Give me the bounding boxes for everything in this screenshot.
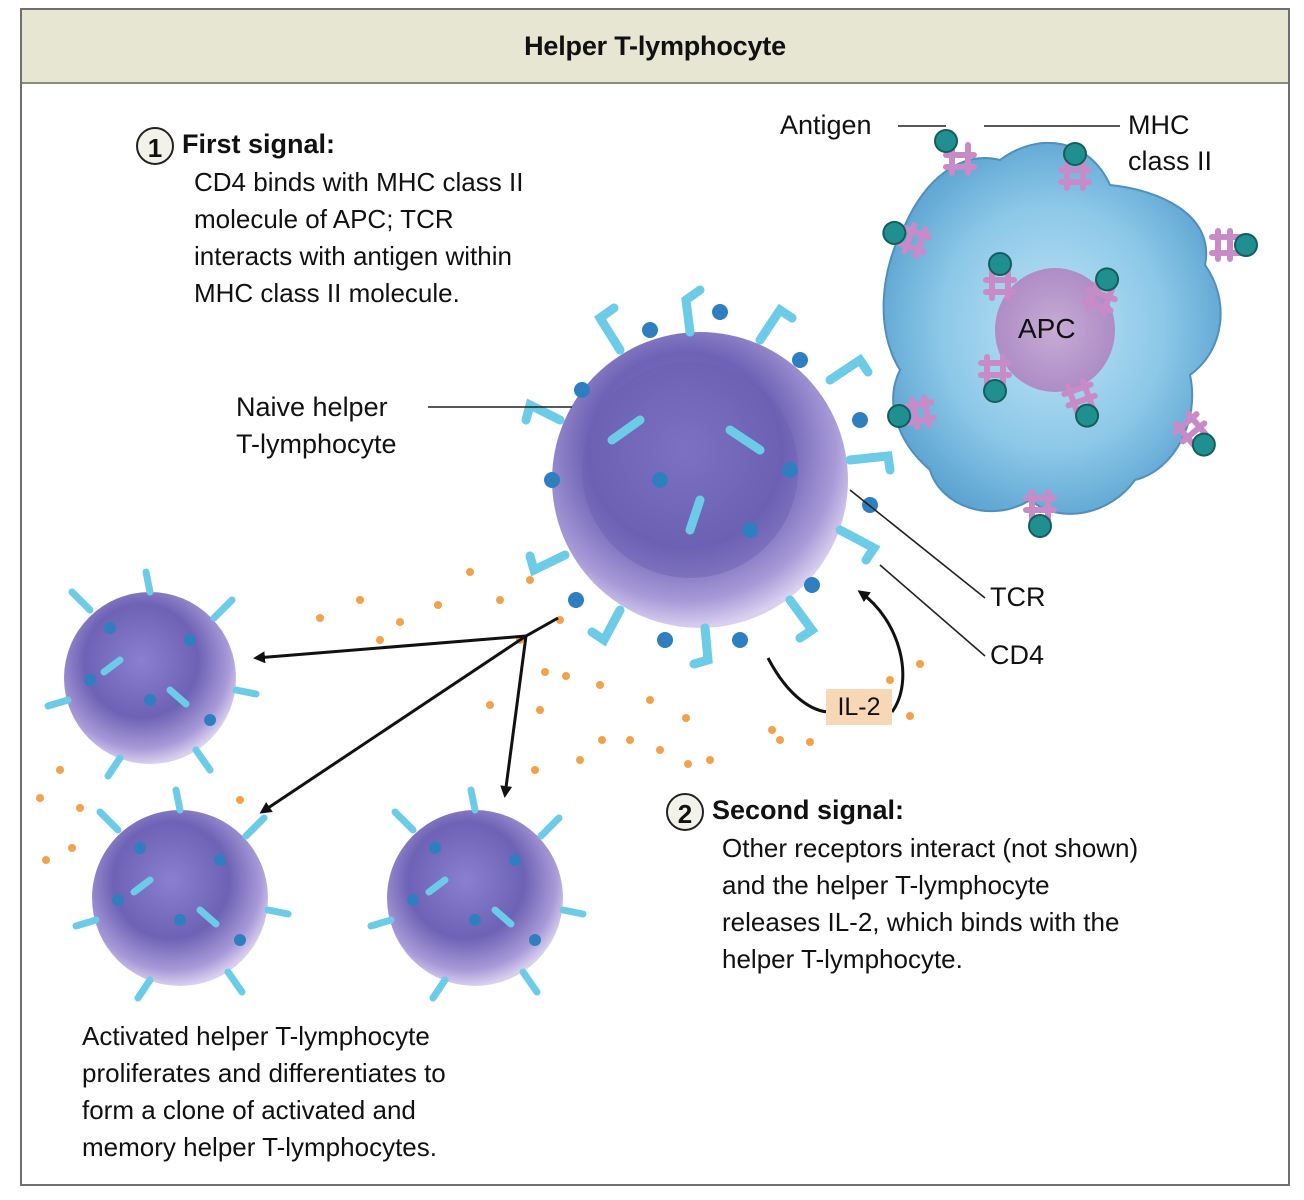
activated-t-lymphocyte-2 bbox=[72, 786, 292, 1002]
antigen-particle bbox=[887, 404, 912, 429]
apc-label: APC bbox=[1018, 313, 1076, 344]
tcr-label: TCR bbox=[990, 582, 1046, 612]
step1-text-line: CD4 binds with MHC class II bbox=[194, 167, 524, 197]
step2-text-line: releases IL-2, which binds with the bbox=[722, 907, 1120, 937]
il2-dots bbox=[36, 568, 924, 864]
step2-heading-text: Second signal: bbox=[712, 795, 905, 825]
antigen-particle bbox=[1028, 514, 1052, 538]
mhc-molecule bbox=[1061, 377, 1100, 428]
antigen-label: Antigen bbox=[780, 110, 872, 140]
apc-cell bbox=[882, 141, 1222, 515]
activated-t-lymphocyte-1 bbox=[44, 568, 260, 780]
mhc-label-line2: class II bbox=[1128, 146, 1213, 176]
naive-label-line1: Naive helper bbox=[236, 392, 388, 422]
step1-text-line: molecule of APC; TCR bbox=[194, 204, 454, 234]
mhc-molecule bbox=[1081, 267, 1120, 318]
mhc-molecule bbox=[887, 394, 937, 431]
step1-number-badge: 1 bbox=[136, 127, 174, 166]
leader-lines bbox=[428, 125, 1120, 657]
antigen-particle bbox=[1095, 267, 1120, 292]
step2-heading: 2 Second signal: bbox=[666, 792, 905, 832]
il2-loop-arrow bbox=[766, 590, 905, 714]
antigen-particle bbox=[988, 252, 1012, 276]
naive-label-line2: T-lymphocyte bbox=[236, 429, 397, 459]
mhc-molecule bbox=[983, 252, 1017, 301]
step2-text-line: helper T-lymphocyte. bbox=[722, 944, 963, 974]
caption-line: proliferates and differentiates to bbox=[82, 1058, 446, 1088]
mhc-label-line1: MHC bbox=[1128, 110, 1190, 140]
antigen-particle bbox=[1075, 403, 1100, 428]
mhc-molecule bbox=[1058, 142, 1092, 191]
antigen-particle bbox=[882, 220, 907, 245]
title-bar: Helper T-lymphocyte bbox=[22, 10, 1288, 84]
mhc-molecule bbox=[1172, 410, 1216, 457]
antigen-particle bbox=[1191, 432, 1216, 457]
mhc-molecule bbox=[978, 354, 1012, 403]
proliferation-arrows bbox=[253, 616, 559, 814]
cd4-label: CD4 bbox=[990, 640, 1045, 670]
step2-text-line: and the helper T-lymphocyte bbox=[722, 870, 1050, 900]
step1-text-line: MHC class II molecule. bbox=[194, 278, 460, 308]
antigen-particle bbox=[934, 129, 958, 153]
mhc-molecule bbox=[1023, 489, 1057, 538]
il2-label: IL-2 bbox=[826, 689, 892, 725]
step2-number-badge: 2 bbox=[666, 793, 704, 832]
naive-t-lymphocyte bbox=[521, 285, 895, 669]
step1-heading-text: First signal: bbox=[182, 129, 336, 159]
step1-text-line: interacts with antigen within bbox=[194, 241, 512, 271]
antigen-particle bbox=[1234, 233, 1258, 257]
mhc-molecule bbox=[934, 129, 977, 176]
mhc-molecule bbox=[882, 220, 933, 259]
antigen-particle bbox=[1063, 142, 1087, 166]
step1-heading: 1 First signal: bbox=[136, 126, 336, 166]
activated-t-lymphocyte-3 bbox=[367, 786, 587, 1002]
antigen-particle bbox=[983, 379, 1007, 403]
page-title: Helper T-lymphocyte bbox=[524, 30, 786, 61]
caption-line: Activated helper T-lymphocyte bbox=[82, 1021, 430, 1051]
mhc-molecule bbox=[1209, 228, 1258, 262]
caption-line: memory helper T-lymphocytes. bbox=[82, 1132, 437, 1162]
step2-text-line: Other receptors interact (not shown) bbox=[722, 833, 1139, 863]
mhc-molecules bbox=[882, 129, 1258, 538]
caption-line: form a clone of activated and bbox=[82, 1095, 416, 1125]
